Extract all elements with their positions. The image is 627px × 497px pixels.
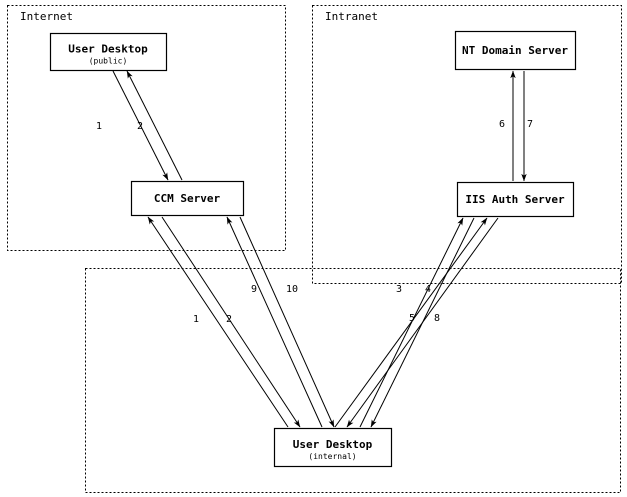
node-title-ccm-server: CCM Server [154, 192, 221, 205]
zone-label-intranet: Intranet [325, 10, 378, 23]
zone-label-internet: Internet [20, 10, 73, 23]
node-user-desktop-internal[interactable]: User Desktop(internal) [273, 427, 393, 468]
zone-boundary-internet [7, 5, 286, 251]
edge-label-edge-6: 6 [499, 119, 505, 130]
edge-1-user-desktop-internal-to-ccm-server [147, 216, 289, 428]
edge-label-edge-10: 10 [286, 284, 298, 295]
node-box-nt-domain-server [454, 30, 577, 71]
edge-label-edge-1-public: 1 [96, 121, 102, 132]
edge-9-user-desktop-internal-to-ccm-server [226, 216, 323, 428]
edge-2-ccm-server-to-user-desktop-public [126, 70, 183, 181]
edge-2-ccm-server-to-user-desktop-internal [161, 216, 301, 428]
edge-label-edge-7: 7 [527, 119, 533, 130]
edge-8-iis-auth-server-to-user-desktop-internal [346, 217, 499, 428]
node-user-desktop-public[interactable]: User Desktop(public) [49, 32, 168, 72]
node-subtitle-user-desktop-internal: (internal) [308, 452, 356, 461]
node-subtitle-user-desktop-public: (public) [89, 57, 128, 66]
edge-labels: 1 2 1 2 9 10 3 4 5 8 6 7 [96, 119, 533, 325]
node-title-user-desktop-public: User Desktop [68, 43, 148, 56]
edge-label-edge-5: 5 [409, 313, 415, 324]
connection-edges [112, 70, 527, 428]
edge-label-edge-9: 9 [251, 284, 257, 295]
node-box-user-desktop-internal [273, 427, 393, 468]
node-box-user-desktop-public [49, 32, 168, 72]
node-title-user-desktop-internal: User Desktop [293, 438, 373, 451]
node-title-iis-auth-server: IIS Auth Server [465, 193, 565, 206]
node-iis-auth-server[interactable]: IIS Auth Server [456, 181, 575, 218]
edge-10-ccm-server-to-user-desktop-internal [239, 216, 335, 428]
edge-label-edge-3: 3 [396, 284, 402, 295]
edge-5-user-desktop-internal-to-iis-auth-server [334, 217, 488, 428]
zone-boundary-internal [85, 268, 621, 493]
node-ccm-server[interactable]: CCM Server [130, 180, 245, 217]
edge-1-user-desktop-public-to-ccm-server [112, 70, 169, 181]
edge-label-edge-8: 8 [434, 313, 440, 324]
edge-label-edge-4: 4 [425, 284, 431, 295]
zone-boundary-intranet [312, 5, 622, 284]
edge-label-edge-2-public: 2 [137, 121, 143, 132]
zone-boundaries: Internet Intranet [7, 5, 622, 493]
edge-label-edge-2-internal: 2 [226, 314, 232, 325]
node-box-iis-auth-server [456, 181, 575, 218]
node-nt-domain-server[interactable]: NT Domain Server [454, 30, 577, 71]
node-title-nt-domain-server: NT Domain Server [462, 44, 568, 57]
edge-label-edge-1-internal: 1 [193, 314, 199, 325]
node-box-ccm-server [130, 180, 245, 217]
